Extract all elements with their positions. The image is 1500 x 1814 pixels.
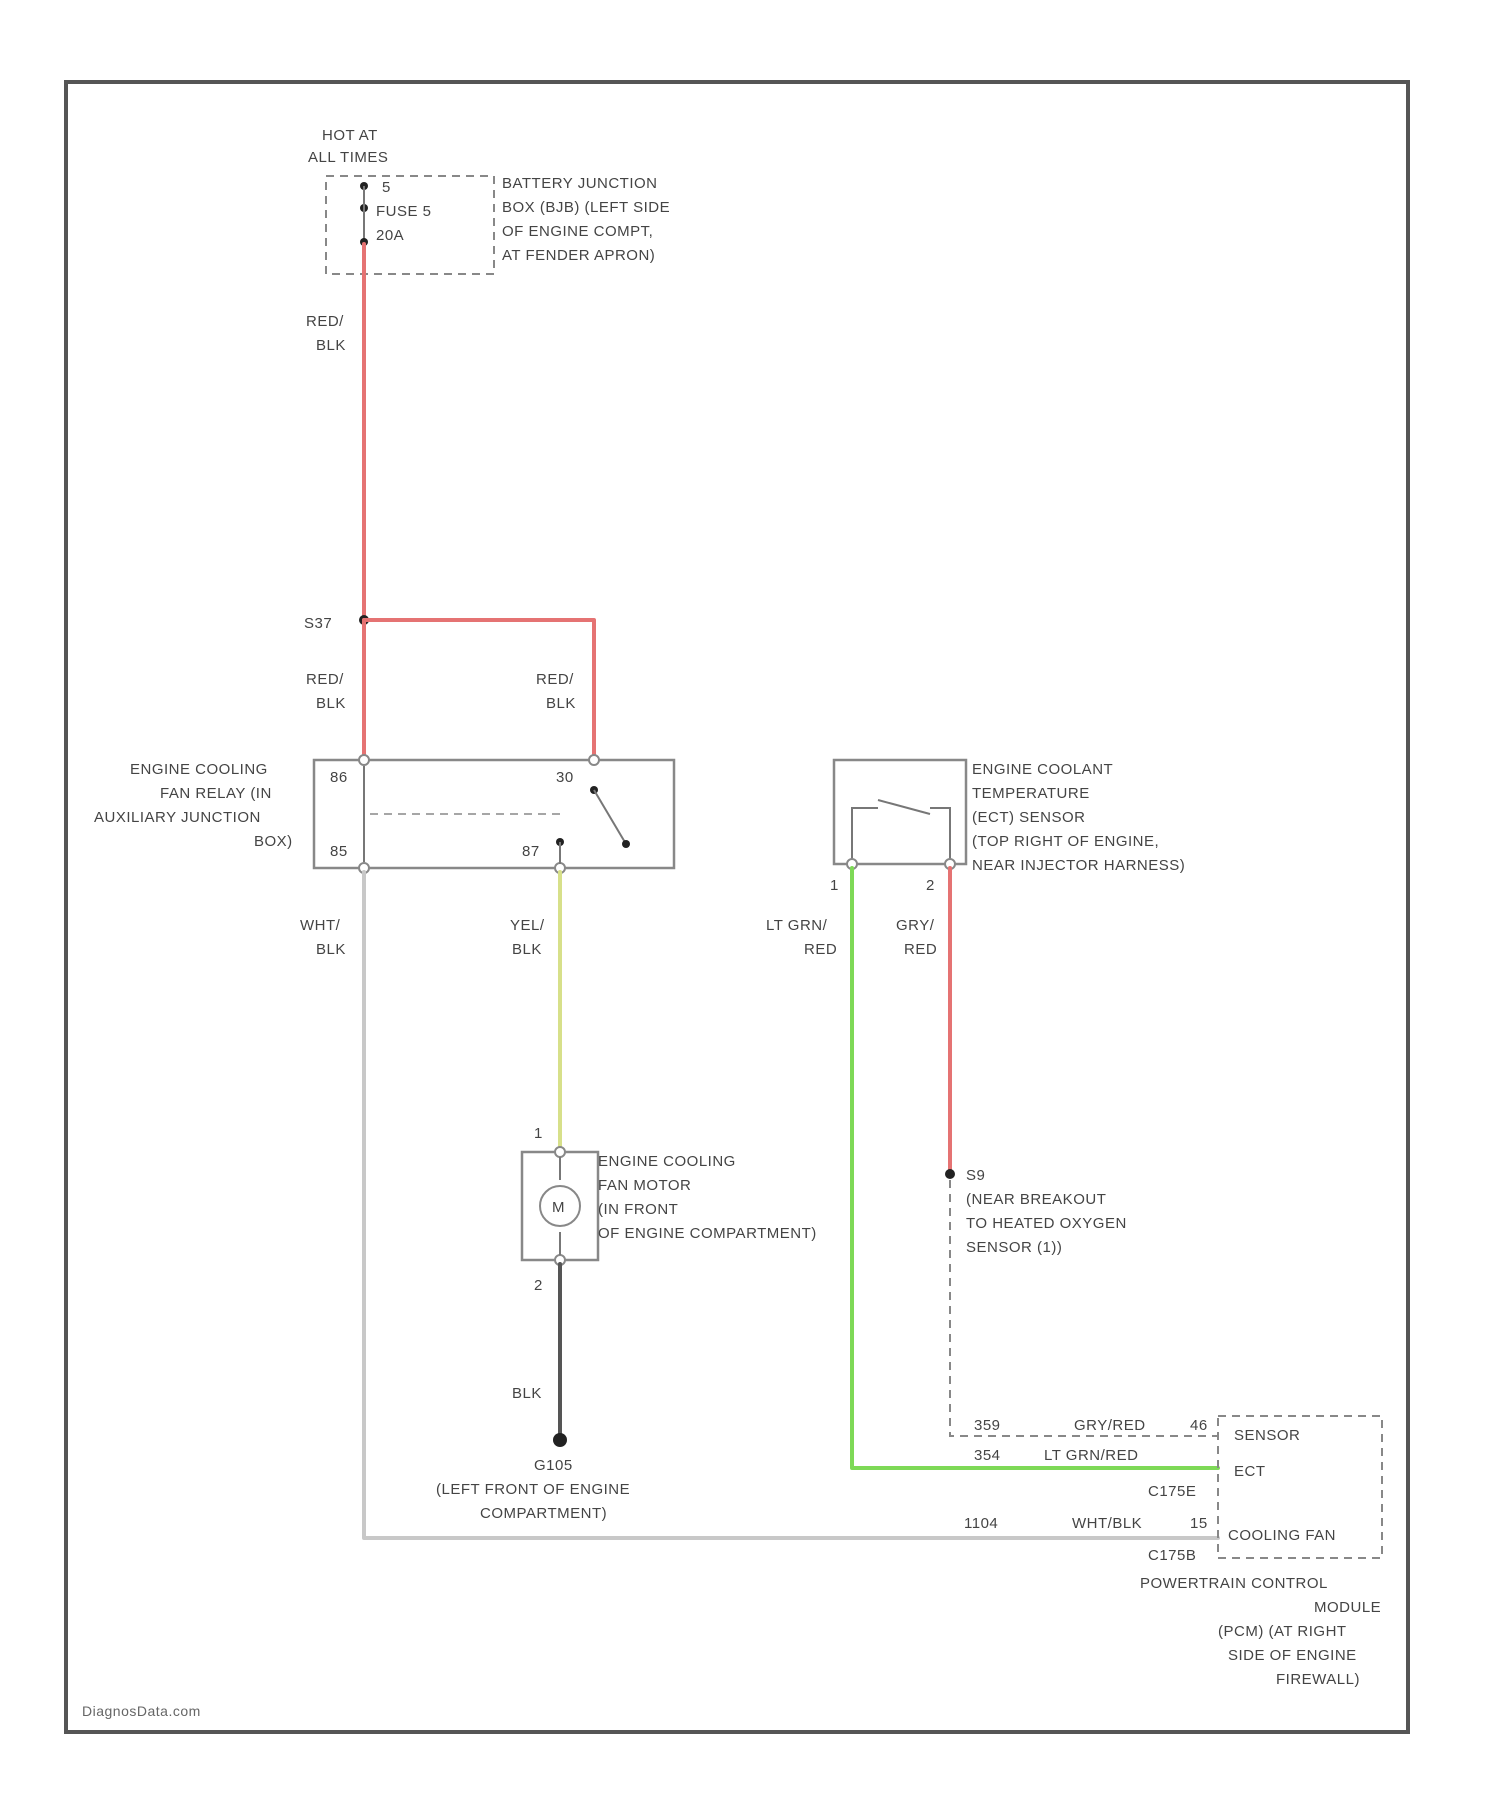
breakout-line-3: SENSOR (1)) — [966, 1239, 1062, 1256]
wire-label-fuse-1: RED/ — [306, 313, 344, 330]
junction-box-line-2: BOX (BJB) (LEFT SIDE — [502, 199, 670, 216]
relay-pin-30-label: 30 — [556, 769, 574, 786]
pcm-line-4: SIDE OF ENGINE — [1228, 1647, 1357, 1664]
relay-pin-30 — [589, 755, 599, 765]
breakout-label: S9 — [966, 1167, 985, 1184]
wire-label-relay-right-1: RED/ — [536, 671, 574, 688]
wire-label-sensor1-1: LT GRN/ — [766, 917, 828, 934]
pcm-line-5: FIREWALL) — [1276, 1671, 1360, 1688]
pcm-row-3-wire: WHT/BLK — [1072, 1515, 1142, 1532]
fuse-name: FUSE 5 — [376, 203, 432, 220]
relay-switch-arm — [594, 790, 626, 844]
relay-switch-end — [622, 840, 630, 848]
breakout-line-1: (NEAR BREAKOUT — [966, 1191, 1106, 1208]
ground-g105 — [553, 1433, 567, 1447]
hot-label-2: ALL TIMES — [308, 149, 388, 166]
ground-line-1: (LEFT FRONT OF ENGINE — [436, 1481, 630, 1498]
motor-pin-1 — [555, 1147, 565, 1157]
wire-label-sensor2-2: RED — [904, 941, 937, 958]
diagram-frame — [66, 82, 1408, 1732]
wire-label-sensor2-1: GRY/ — [896, 917, 935, 934]
motor-line-1: ENGINE COOLING — [598, 1153, 736, 1170]
wire-label-fuse-2: BLK — [316, 337, 346, 354]
motor-pin-2-label: 2 — [534, 1277, 543, 1294]
junction-box-line-1: BATTERY JUNCTION — [502, 175, 658, 192]
wire-label-relay-pcm-1: WHT/ — [300, 917, 341, 934]
wire-label-relay-right-2: BLK — [546, 695, 576, 712]
motor-line-2: FAN MOTOR — [598, 1177, 691, 1194]
relay-line-1: ENGINE COOLING — [130, 761, 268, 778]
junction-box-line-3: OF ENGINE COMPT, — [502, 223, 653, 240]
pcm-line-2: MODULE — [1314, 1599, 1381, 1616]
cooling-fan-relay — [314, 760, 674, 868]
motor-symbol-label: M — [552, 1199, 565, 1216]
relay-line-2: FAN RELAY (IN — [160, 785, 272, 802]
wire-label-relay-pcm-2: BLK — [316, 941, 346, 958]
motor-line-3: (IN FRONT — [598, 1201, 678, 1218]
pcm-row-1-desc: SENSOR — [1234, 1427, 1300, 1444]
fuse-rating: 20A — [376, 227, 404, 244]
watermark: DiagnosData.com — [82, 1703, 201, 1719]
pcm-row-3-circuit: 1104 — [964, 1515, 998, 1532]
relay-pin-86 — [359, 755, 369, 765]
motor-pin-1-label: 1 — [534, 1125, 543, 1142]
wire-label-relay-motor-1: YEL/ — [510, 917, 545, 934]
breakout-s9 — [945, 1169, 955, 1179]
breakout-line-2: TO HEATED OXYGEN — [966, 1215, 1127, 1232]
wire-sensor-to-pcm-ect — [852, 868, 1218, 1468]
wire-label-ground: BLK — [512, 1385, 542, 1402]
motor-line-4: OF ENGINE COMPARTMENT) — [598, 1225, 817, 1242]
wire-label-relay-left-2: BLK — [316, 695, 346, 712]
wire-label-sensor1-2: RED — [804, 941, 837, 958]
relay-line-3: AUXILIARY JUNCTION — [94, 809, 261, 826]
ect-sensor-line-5: NEAR INJECTOR HARNESS) — [972, 857, 1185, 874]
ect-sensor-line-1: ENGINE COOLANT — [972, 761, 1113, 778]
pcm-connector-2: C175B — [1148, 1547, 1196, 1564]
ect-sensor-line-4: (TOP RIGHT OF ENGINE, — [972, 833, 1159, 850]
pcm-row-1-wire: GRY/RED — [1074, 1417, 1146, 1434]
pcm-line-3: (PCM) (AT RIGHT — [1218, 1623, 1347, 1640]
ect-sensor-line-2: TEMPERATURE — [972, 785, 1090, 802]
relay-pin-86-label: 86 — [330, 769, 348, 786]
hot-label-1: HOT AT — [322, 127, 378, 144]
relay-line-4: BOX) — [254, 833, 293, 850]
ground-label: G105 — [534, 1457, 573, 1474]
pcm-connector-1: C175E — [1148, 1483, 1196, 1500]
ect-sensor-line-3: (ECT) SENSOR — [972, 809, 1086, 826]
ect-sensor-pin-2-label: 2 — [926, 877, 935, 894]
splice-label: S37 — [304, 615, 332, 632]
pcm-row-3-desc: COOLING FAN — [1228, 1527, 1336, 1544]
wire-label-relay-left-1: RED/ — [306, 671, 344, 688]
ect-sensor-pin-1-label: 1 — [830, 877, 839, 894]
ect-sensor — [834, 760, 966, 864]
relay-pin-85-label: 85 — [330, 843, 348, 860]
pcm-line-1: POWERTRAIN CONTROL — [1140, 1575, 1328, 1592]
ground-line-2: COMPARTMENT) — [480, 1505, 607, 1522]
relay-pin-87-label: 87 — [522, 843, 540, 860]
battery-junction-box — [326, 176, 494, 274]
pcm-row-2-circuit: 354 — [974, 1447, 1001, 1464]
pcm-row-3-pin: 15 — [1190, 1515, 1208, 1532]
pcm-row-1-circuit: 359 — [974, 1417, 1001, 1434]
fuse-pin-top: 5 — [382, 179, 391, 196]
pcm-row-1-pin: 46 — [1190, 1417, 1208, 1434]
pcm-row-2-desc: ECT — [1234, 1463, 1266, 1480]
junction-box-line-4: AT FENDER APRON) — [502, 247, 655, 264]
wire-label-relay-motor-2: BLK — [512, 941, 542, 958]
pcm-row-2-wire: LT GRN/RED — [1044, 1447, 1138, 1464]
ect-sensor-element — [852, 800, 950, 864]
wire-splice-to-relay-30 — [364, 620, 594, 760]
